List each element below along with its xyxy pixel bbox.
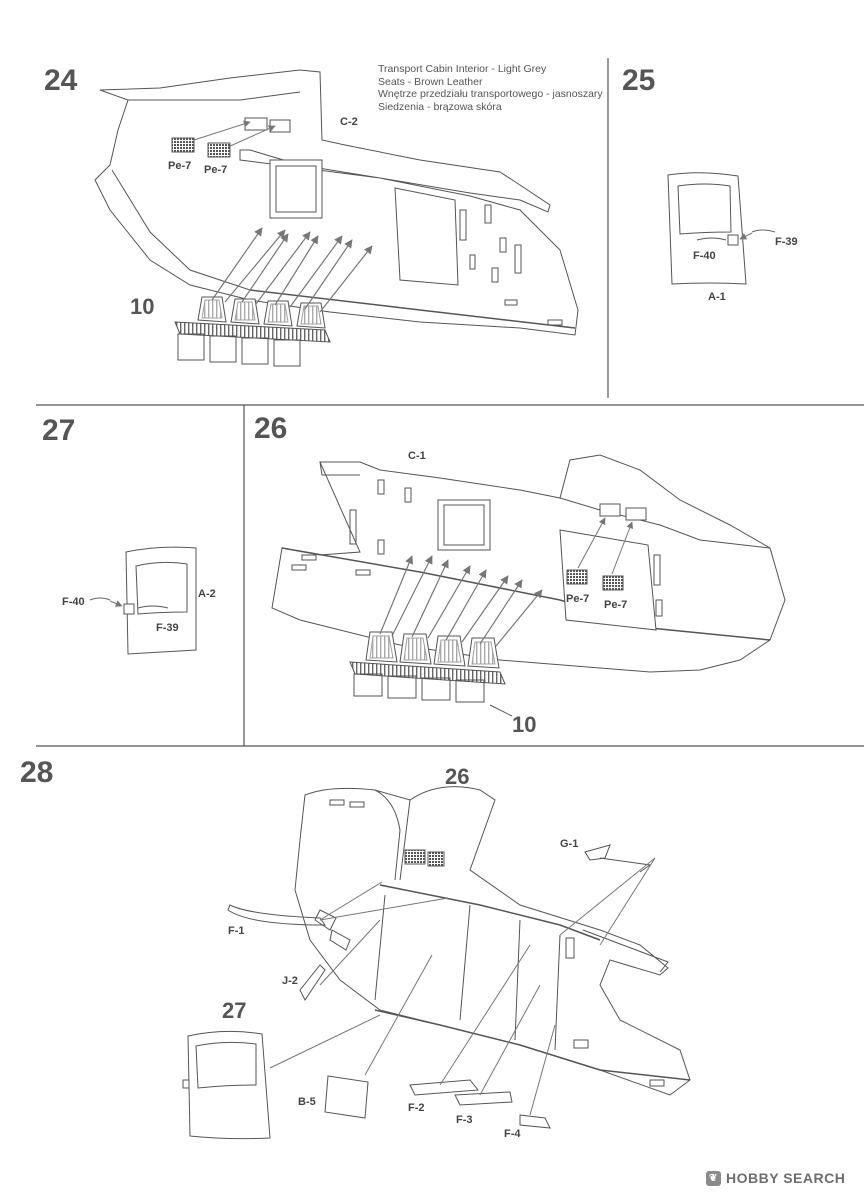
part-label-a1: A-1 [708, 291, 726, 303]
paint-note-line: Siedzenia - brązowa skóra [378, 100, 502, 113]
panel-dividers [36, 58, 864, 747]
paint-note: Transport Cabin Interior - Light Grey Se… [378, 63, 608, 113]
watermark-text: HOBBY SEARCH [726, 1170, 846, 1186]
part-label-pe7: Pe-7 [566, 593, 590, 605]
step26-cabin-wall [271, 454, 786, 673]
part-label-f4: F-4 [504, 1128, 521, 1140]
part-label-f39: F-39 [775, 236, 798, 248]
step25-door [667, 172, 776, 285]
part-label-pe7: Pe-7 [204, 164, 228, 176]
step26-pe7-grilles [566, 517, 634, 591]
step24-pe7-grilles [171, 120, 276, 158]
seats-ref-number: 10 [130, 294, 155, 319]
step-28-number: 28 [20, 756, 54, 789]
part-label-f3: F-3 [456, 1114, 473, 1126]
part-label-c1: C-1 [408, 450, 426, 462]
step28-arrows [269, 857, 656, 1116]
step-26-number: 26 [254, 412, 288, 445]
step28-door-27 [182, 1030, 271, 1140]
step24-seats [174, 227, 373, 367]
part-label-j2: J-2 [282, 975, 298, 987]
step26-seats [349, 555, 543, 717]
part-label-a2: A-2 [198, 588, 216, 600]
step-24-number: 24 [44, 64, 78, 97]
part-label-c2: C-2 [340, 116, 358, 128]
paint-note-line: Seats - Brown Leather [378, 75, 483, 88]
watermark: ❦ HOBBY SEARCH [706, 1170, 845, 1186]
seats-ref-number: 10 [512, 712, 537, 737]
step-27-number: 27 [42, 414, 76, 447]
sub-assembly-ref-26: 26 [445, 764, 470, 789]
step28-fuselage [294, 786, 691, 1096]
part-label-pe7: Pe-7 [168, 160, 192, 172]
step24-cabin-wall [94, 69, 579, 336]
part-label-f40: F-40 [693, 250, 716, 262]
part-label-f39: F-39 [156, 622, 179, 634]
part-label-b5: B-5 [298, 1096, 316, 1108]
step28-grilles [404, 849, 445, 867]
part-label-f1: F-1 [228, 925, 245, 937]
step27-door [89, 546, 197, 655]
part-label-pe7: Pe-7 [604, 599, 628, 611]
step-25-number: 25 [622, 64, 656, 97]
paint-note-line: Wnętrze przedziału transportowego - jasn… [378, 88, 603, 100]
sub-assembly-ref-27: 27 [222, 998, 247, 1023]
part-label-g1: G-1 [560, 838, 579, 850]
paint-note-line: Transport Cabin Interior - Light Grey [378, 63, 547, 75]
hobbysearch-logo-icon: ❦ [706, 1170, 721, 1186]
step28-parts [227, 844, 652, 1129]
part-label-f40: F-40 [62, 596, 85, 608]
part-label-f2: F-2 [408, 1102, 425, 1114]
